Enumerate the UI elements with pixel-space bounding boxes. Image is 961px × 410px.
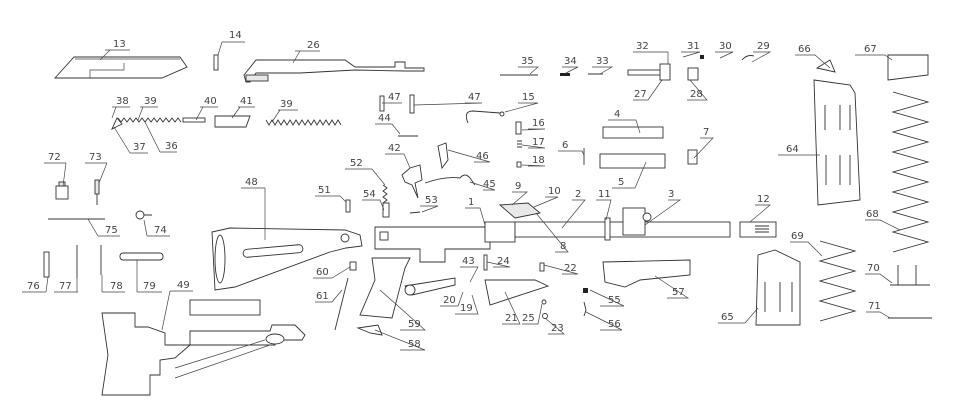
callout-number: 60 bbox=[316, 267, 329, 278]
callout-number: 29 bbox=[757, 41, 770, 52]
callout-number: 38 bbox=[116, 96, 129, 107]
callout-number: 10 bbox=[548, 186, 561, 197]
part-folding-stock bbox=[101, 299, 306, 396]
callout-number: 65 bbox=[721, 312, 734, 323]
callout-number: 64 bbox=[786, 144, 799, 155]
part-lower-parts bbox=[334, 254, 691, 336]
part-barrel bbox=[514, 207, 777, 241]
callout-number: 56 bbox=[608, 319, 621, 330]
callout-number: 14 bbox=[229, 30, 242, 41]
part-pin bbox=[213, 54, 219, 71]
callout-number: 15 bbox=[522, 92, 535, 103]
callout-number: 19 bbox=[460, 303, 473, 314]
part-recoil-assembly bbox=[111, 115, 342, 130]
callout-number: 47 bbox=[468, 92, 481, 103]
part-gas-system bbox=[500, 55, 755, 169]
callout-number: 48 bbox=[245, 177, 258, 188]
callout-number: 18 bbox=[532, 155, 545, 166]
callout-number: 2 bbox=[575, 189, 581, 200]
callout-number: 39 bbox=[144, 96, 157, 107]
callout-number: 44 bbox=[378, 113, 391, 124]
callout-number: 22 bbox=[564, 263, 577, 274]
callout-number: 74 bbox=[154, 225, 167, 236]
part-bolt-carrier bbox=[243, 59, 425, 83]
callout-number: 26 bbox=[307, 40, 320, 51]
callout-number: 35 bbox=[521, 56, 534, 67]
callout-number: 58 bbox=[408, 339, 421, 350]
callout-number: 57 bbox=[672, 287, 685, 298]
callout-number: 4 bbox=[614, 109, 620, 120]
callout-number: 16 bbox=[532, 118, 545, 129]
callout-number: 45 bbox=[483, 179, 496, 190]
callout-number: 32 bbox=[636, 41, 649, 52]
part-receiver bbox=[374, 202, 542, 263]
callout-number: 42 bbox=[388, 143, 401, 154]
callout-number: 37 bbox=[133, 142, 146, 153]
callout-number: 39 bbox=[280, 99, 293, 110]
callout-number: 55 bbox=[608, 295, 621, 306]
callout-number: 69 bbox=[791, 231, 804, 242]
callout-number: 8 bbox=[560, 241, 566, 252]
part-wooden-stock bbox=[211, 227, 363, 291]
callout-number: 46 bbox=[476, 151, 489, 162]
callout-number: 30 bbox=[719, 41, 732, 52]
callout-number: 66 bbox=[798, 44, 811, 55]
callout-number: 68 bbox=[866, 209, 879, 220]
callout-number: 52 bbox=[350, 158, 363, 169]
callout-number: 34 bbox=[564, 56, 577, 67]
callout-number: 77 bbox=[59, 281, 72, 292]
callout-number: 13 bbox=[113, 39, 126, 50]
callout-number: 54 bbox=[363, 189, 376, 200]
callout-number: 72 bbox=[48, 152, 61, 163]
callout-number: 31 bbox=[687, 41, 700, 52]
callout-number: 9 bbox=[515, 181, 521, 192]
callout-number: 11 bbox=[598, 189, 611, 200]
callout-number: 71 bbox=[868, 301, 881, 312]
callout-number: 53 bbox=[425, 195, 438, 206]
part-trigger-group bbox=[345, 94, 522, 218]
callout-number: 49 bbox=[177, 280, 190, 291]
callout-number: 33 bbox=[596, 56, 609, 67]
callout-number: 25 bbox=[522, 313, 535, 324]
callout-number: 76 bbox=[27, 281, 40, 292]
callout-number: 70 bbox=[867, 263, 880, 274]
callout-number: 40 bbox=[204, 96, 217, 107]
part-magazines bbox=[755, 54, 932, 326]
callout-number: 78 bbox=[110, 281, 123, 292]
callout-number: 20 bbox=[443, 295, 456, 306]
callout-number: 28 bbox=[690, 89, 703, 100]
callout-number: 24 bbox=[497, 256, 510, 267]
callout-number: 79 bbox=[143, 281, 156, 292]
callout-number: 59 bbox=[408, 319, 421, 330]
callout-number: 7 bbox=[703, 127, 709, 138]
callout-number: 12 bbox=[757, 194, 770, 205]
callout-number: 21 bbox=[505, 313, 518, 324]
callout-number: 17 bbox=[532, 137, 545, 148]
callout-number: 73 bbox=[89, 152, 102, 163]
callout-number: 27 bbox=[634, 89, 647, 100]
callout-number: 41 bbox=[240, 96, 253, 107]
callout-number: 75 bbox=[105, 225, 118, 236]
callout-number: 6 bbox=[562, 140, 568, 151]
callout-number: 36 bbox=[165, 141, 178, 152]
callout-number: 47 bbox=[388, 92, 401, 103]
part-dust-cover bbox=[53, 56, 188, 79]
callout-number: 43 bbox=[462, 256, 475, 267]
leader-lines bbox=[22, 41, 901, 351]
part-accessories bbox=[43, 179, 164, 278]
callout-number: 67 bbox=[864, 44, 877, 55]
callout-number: 23 bbox=[551, 323, 564, 334]
callout-number: 3 bbox=[668, 189, 674, 200]
callout-number: 1 bbox=[468, 197, 474, 208]
callout-number: 51 bbox=[318, 185, 331, 196]
callout-number: 5 bbox=[618, 177, 624, 188]
callout-number: 61 bbox=[316, 291, 329, 302]
